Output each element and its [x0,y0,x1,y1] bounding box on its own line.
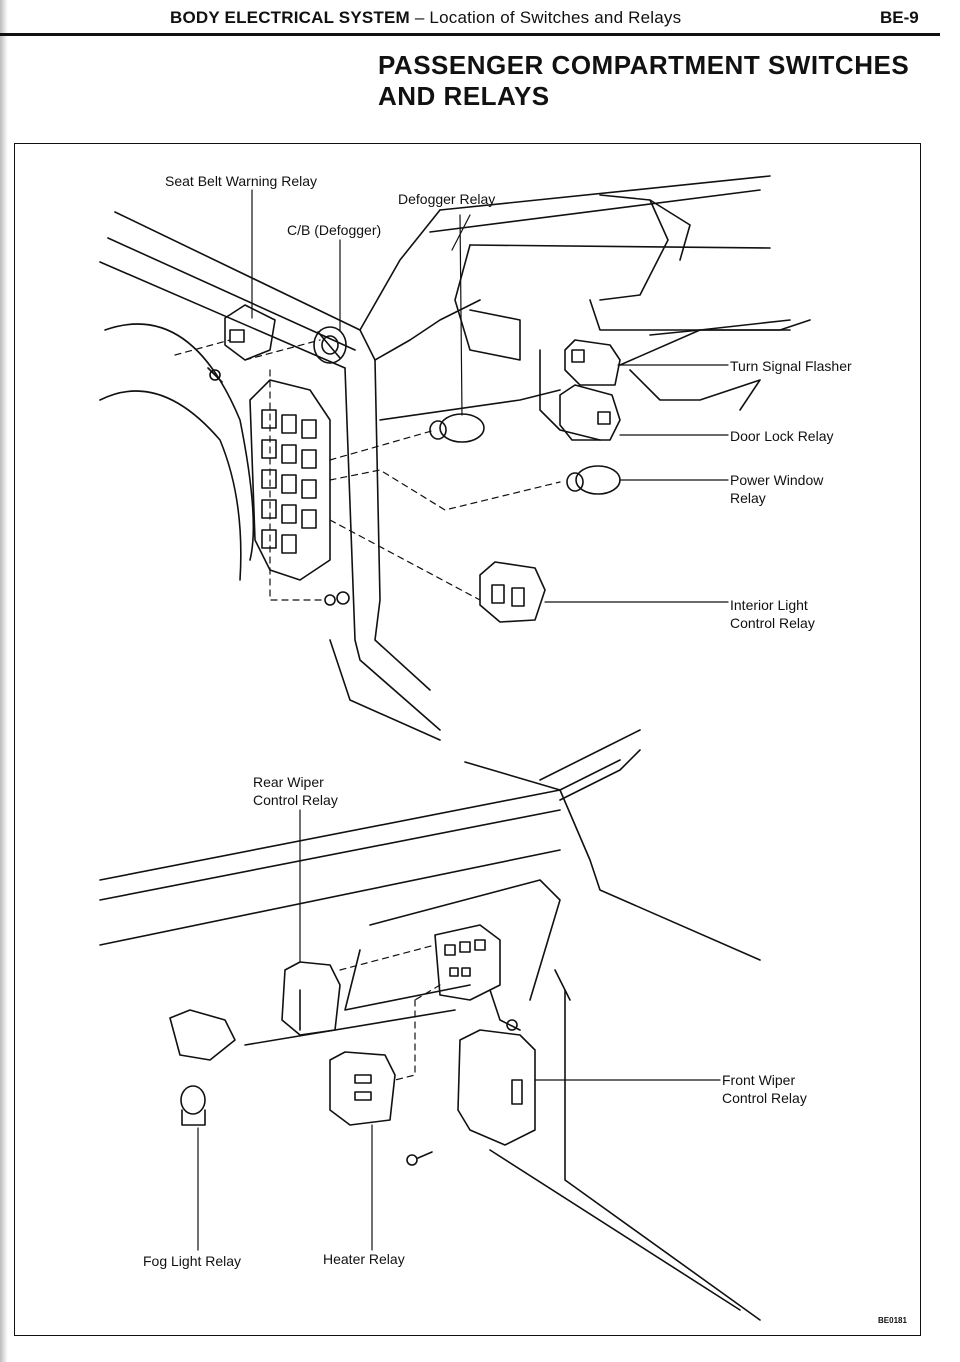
install-guides-top [174,339,561,601]
header-rule [0,33,940,36]
front-wiper-control-relay-shape [457,1029,536,1146]
dashboard-outline [99,175,811,741]
heater-relay-shape [329,1051,433,1166]
label-turn-signal-flasher: Turn Signal Flasher [730,358,852,374]
page-title: PASSENGER COMPARTMENT SWITCHES AND RELAY… [378,50,909,112]
label-interior-light-line-2: Control Relay [730,615,815,631]
label-rear-wiper-line-2: Control Relay [253,792,338,808]
defogger-relay-shape [429,413,485,443]
turn-signal-flasher-shape [564,339,621,386]
page-binding-edge [0,0,8,1362]
page-title-line-1: PASSENGER COMPARTMENT SWITCHES [378,50,910,80]
label-front-wiper-control-relay: Front Wiper Control Relay [722,1071,807,1107]
power-window-relay-shape [566,465,621,495]
lower-dash-outline [99,729,761,1321]
fog-light-relay-shape [169,1009,236,1126]
label-seat-belt-warning-relay: Seat Belt Warning Relay [165,173,317,189]
rear-wiper-control-relay-shape [281,961,341,1036]
header-subsection: – Location of Switches and Relays [414,8,682,27]
leader-lines-top [251,189,729,603]
label-defogger-relay: Defogger Relay [398,191,496,207]
figure-code: BE0181 [878,1316,907,1325]
label-rear-wiper-line-1: Rear Wiper [253,774,324,790]
label-fog-light-relay: Fog Light Relay [143,1253,242,1269]
label-heater-relay: Heater Relay [323,1251,405,1267]
interior-light-control-relay-shape [479,561,546,623]
label-front-wiper-line-2: Control Relay [722,1090,807,1106]
cb-defogger-shape [313,326,347,364]
door-lock-relay-shape [559,384,621,441]
label-power-window-relay: Power Window Relay [730,471,823,507]
label-interior-light-line-1: Interior Light [730,597,808,613]
connector-cluster-shape [434,924,521,1031]
fender-inner [99,390,242,581]
header-title: BODY ELECTRICAL SYSTEM – Location of Swi… [170,8,681,28]
label-rear-wiper-control-relay: Rear Wiper Control Relay [253,773,338,809]
page-number: BE-9 [880,8,919,27]
page-header: BODY ELECTRICAL SYSTEM – Location of Swi… [0,0,960,40]
seat-belt-warning-relay-shape [207,304,276,383]
junction-block-shape [249,379,350,606]
fender-curve [104,323,255,561]
leader-lines-bottom [197,809,721,1251]
diagram-frame [14,143,921,1336]
label-power-window-line-2: Relay [730,490,766,506]
header-section: BODY ELECTRICAL SYSTEM [170,8,410,27]
page-title-line-2: AND RELAYS [378,81,550,111]
label-door-lock-relay: Door Lock Relay [730,428,834,444]
label-power-window-line-1: Power Window [730,472,824,488]
label-interior-light-control-relay: Interior Light Control Relay [730,596,815,632]
install-guides-bottom [339,944,441,1081]
label-cb-defogger: C/B (Defogger) [287,222,382,238]
label-front-wiper-line-1: Front Wiper [722,1072,796,1088]
